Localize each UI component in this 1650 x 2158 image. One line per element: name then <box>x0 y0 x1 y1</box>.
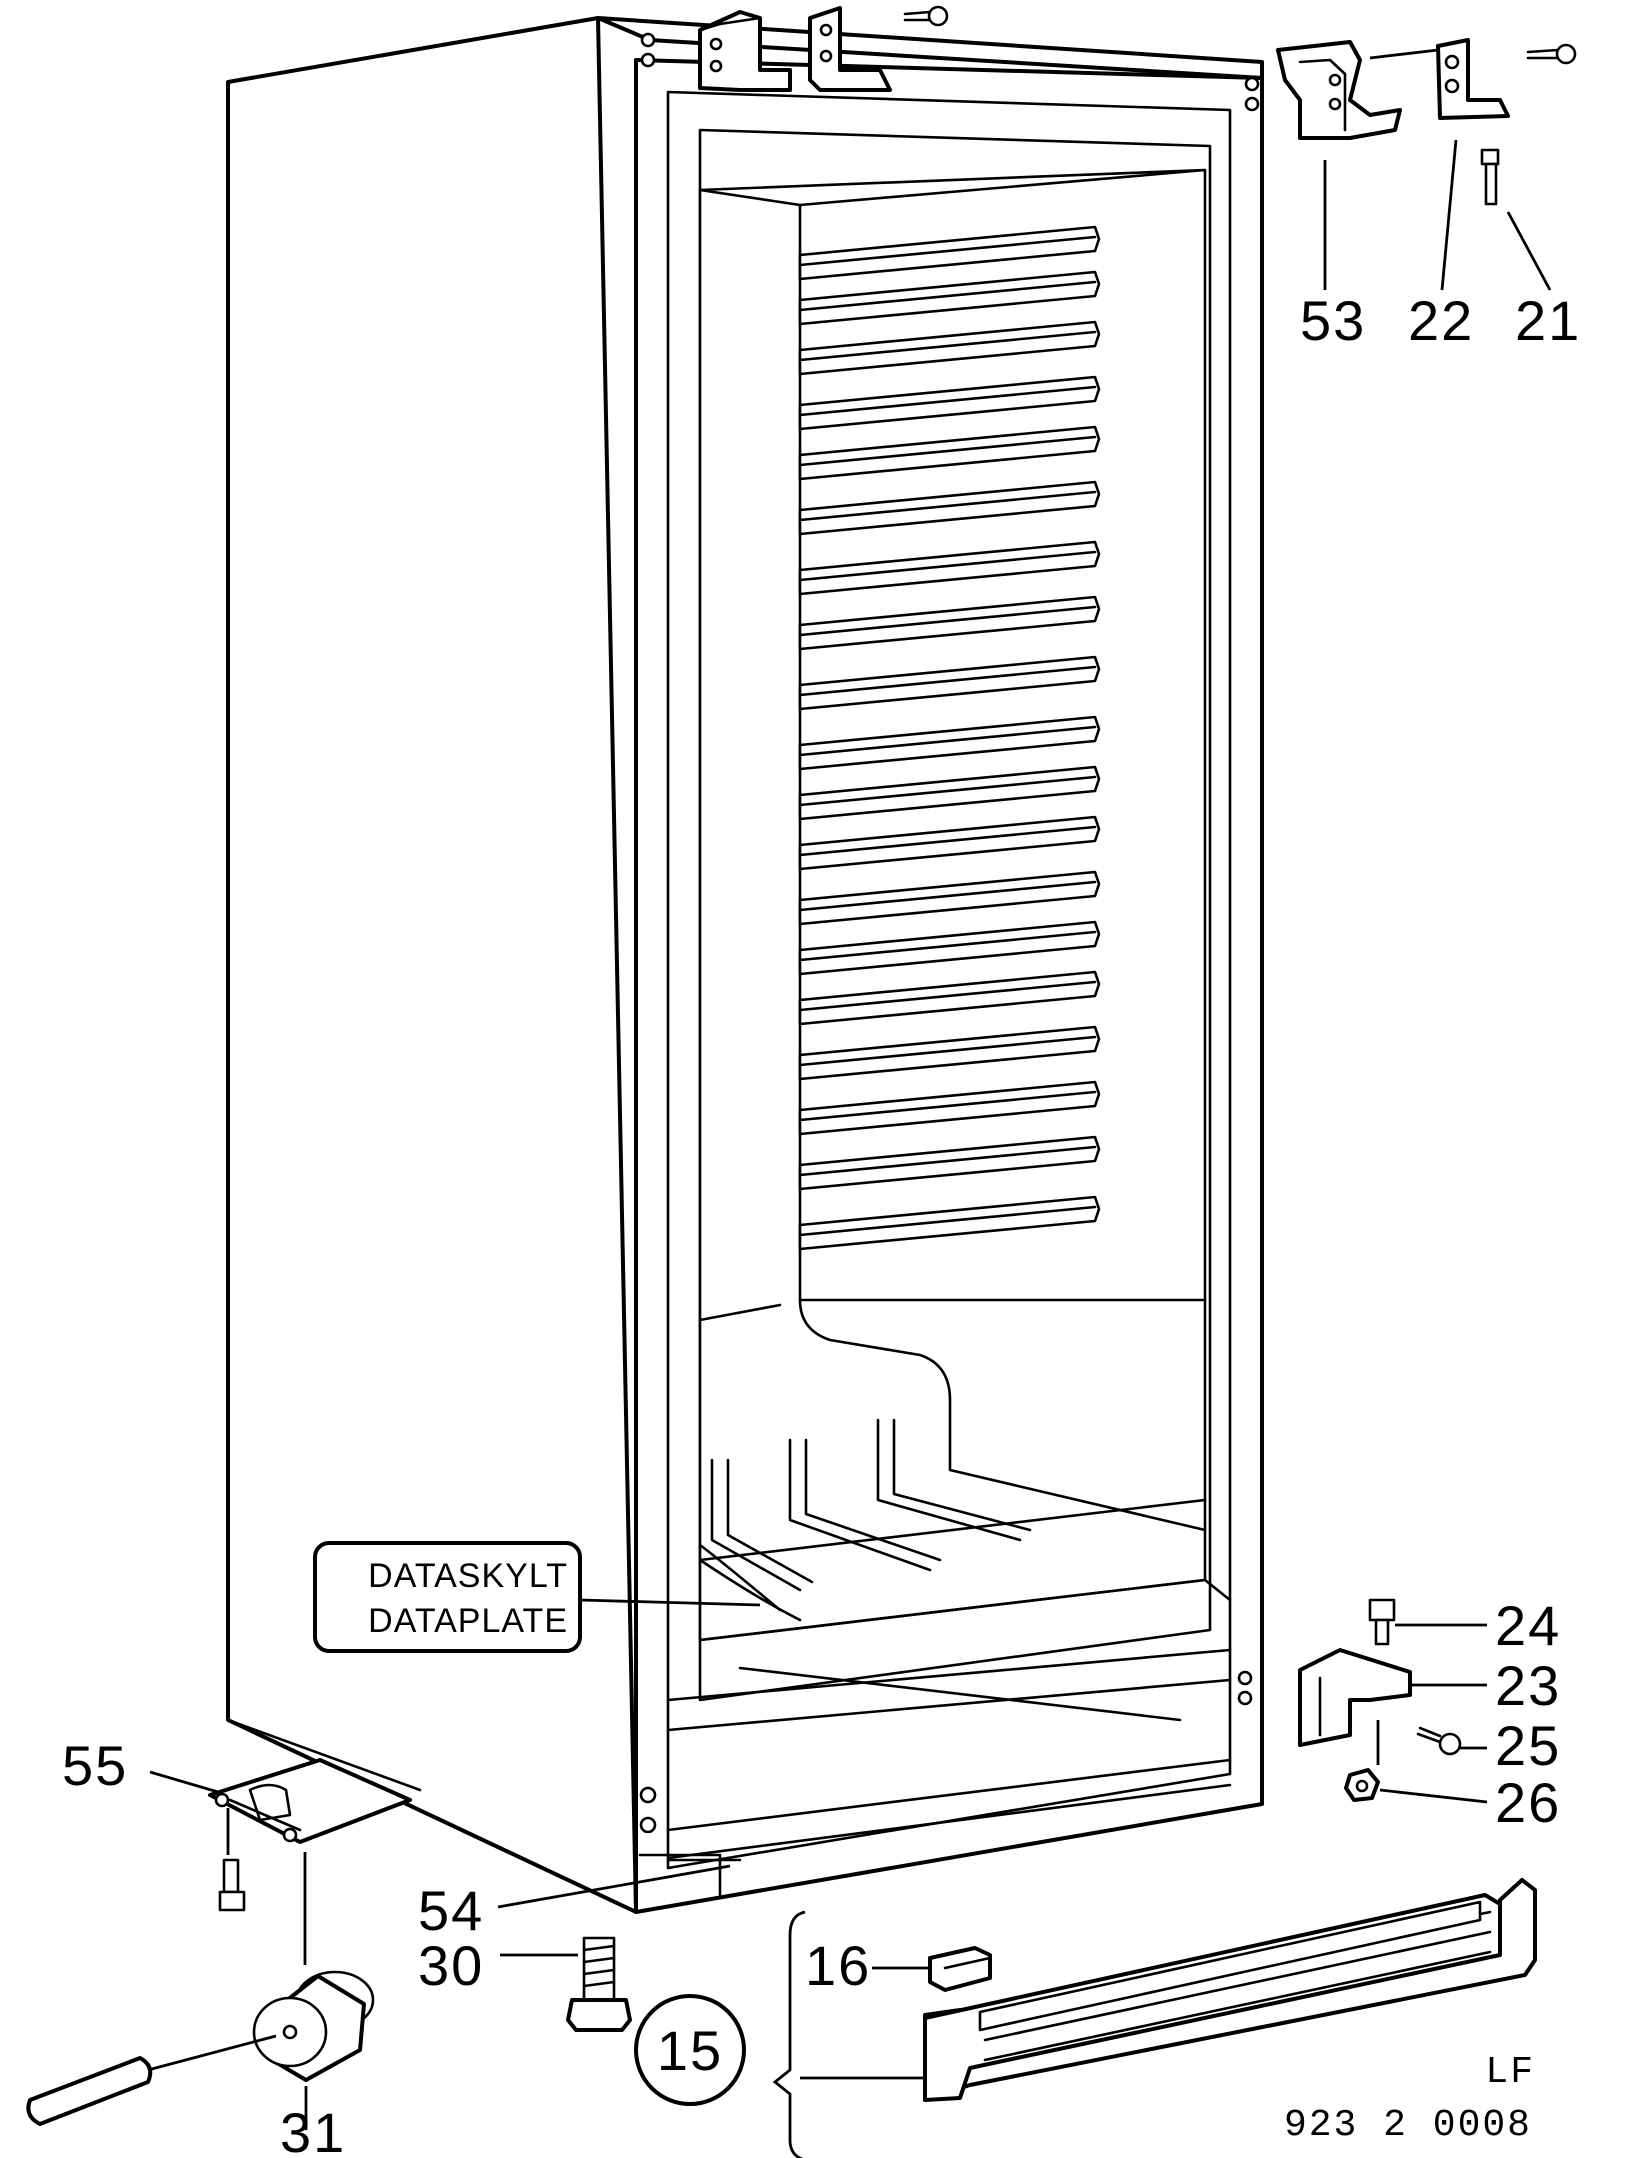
shelf-rail-edge <box>798 980 1097 1012</box>
shelf-rail <box>798 1080 1101 1136</box>
shelf-rail-edge <box>798 775 1097 807</box>
shelf-rail <box>798 270 1101 326</box>
callout-53: 53 <box>1300 289 1366 352</box>
shelf-rail-edge <box>798 550 1097 582</box>
top-left-hinge-brackets <box>698 6 892 92</box>
callout-22: 22 <box>1408 289 1474 352</box>
callout-15: 15 <box>657 2019 723 2082</box>
hinge-pin-21 <box>1480 148 1500 206</box>
shelf-rail <box>798 1025 1101 1081</box>
callout-16: 16 <box>805 1934 871 1997</box>
callout-23: 23 <box>1495 1654 1561 1717</box>
callout-24: 24 <box>1495 1594 1561 1657</box>
shelf-rail-edge <box>798 930 1097 962</box>
shelf-rail-edge <box>798 725 1097 757</box>
top-screw <box>903 5 949 27</box>
shelf-rail-edge <box>798 435 1097 467</box>
nut-26 <box>1344 1768 1380 1802</box>
shelf-rail <box>798 970 1101 1026</box>
shelf-rail <box>798 425 1101 481</box>
shelf-rail-edge <box>798 825 1097 857</box>
kick-plate <box>923 1878 1537 2102</box>
shelf-rail <box>798 870 1101 926</box>
top-hinge-53 <box>1276 40 1402 140</box>
bottom-bolt <box>218 1858 246 1912</box>
callout-30: 30 <box>418 1934 484 1997</box>
shelf-rail <box>798 225 1101 281</box>
shelf-rails <box>798 225 1101 1251</box>
shelf-rail-edge <box>798 280 1097 312</box>
shelf-rail-edge <box>798 235 1097 267</box>
footer-code-number: 923 2 0008 <box>1284 2104 1532 2147</box>
shelf-rail-edge <box>798 665 1097 697</box>
foot-31 <box>252 1970 375 2082</box>
top-right-screw <box>1526 43 1577 65</box>
shelf-rail <box>798 1195 1101 1251</box>
clip-16 <box>928 1946 992 1992</box>
shelf-rail <box>798 595 1101 651</box>
top-hinge-plate-22 <box>1436 38 1510 120</box>
bottom-hinge-55 <box>208 1758 412 1844</box>
data-plate-line2: DATAPLATE <box>368 1602 568 1640</box>
cabinet-body <box>226 16 1264 1914</box>
shelf-rail-edge <box>798 330 1097 362</box>
shelf-rail-edge <box>798 490 1097 522</box>
shelf-rail <box>798 655 1101 711</box>
shelf-rail-edge <box>798 880 1097 912</box>
callout-21: 21 <box>1515 289 1581 352</box>
callout-15-circle <box>634 1994 746 2106</box>
shelf-rail-edge <box>798 1205 1097 1237</box>
shelf-rail-edge <box>798 1145 1097 1177</box>
shelf-rail <box>798 765 1101 821</box>
callout-31: 31 <box>280 2101 346 2158</box>
callout-26: 26 <box>1495 1771 1561 1834</box>
bolt-30 <box>566 1936 632 2032</box>
screw-25 <box>1416 1726 1462 1756</box>
shelf-rail <box>798 480 1101 536</box>
footer-code-lf: LF <box>1485 2051 1535 2094</box>
data-plate-label <box>313 1541 761 1653</box>
pin-rod <box>26 2034 277 2126</box>
hinge-pin-24 <box>1368 1598 1396 1646</box>
data-plate-line1: DATASKYLT <box>368 1557 568 1595</box>
callout-55: 55 <box>62 1734 128 1797</box>
shelf-rail <box>798 815 1101 871</box>
shelf-rail-edge <box>798 1035 1097 1067</box>
bottom-hinge-23 <box>1298 1648 1412 1747</box>
shelf-rail <box>798 540 1101 596</box>
shelf-rail <box>798 920 1101 976</box>
shelf-rail-edge <box>798 1090 1097 1122</box>
callout-25: 25 <box>1495 1714 1561 1777</box>
shelf-rail-edge <box>798 385 1097 417</box>
shelf-rail <box>798 715 1101 771</box>
callout-54: 54 <box>418 1879 484 1942</box>
shelf-rail <box>798 375 1101 431</box>
shelf-rail <box>798 320 1101 376</box>
shelf-rail <box>798 1135 1101 1191</box>
shelf-rail-edge <box>798 605 1097 637</box>
evaporator-tubes <box>698 1418 1032 1622</box>
